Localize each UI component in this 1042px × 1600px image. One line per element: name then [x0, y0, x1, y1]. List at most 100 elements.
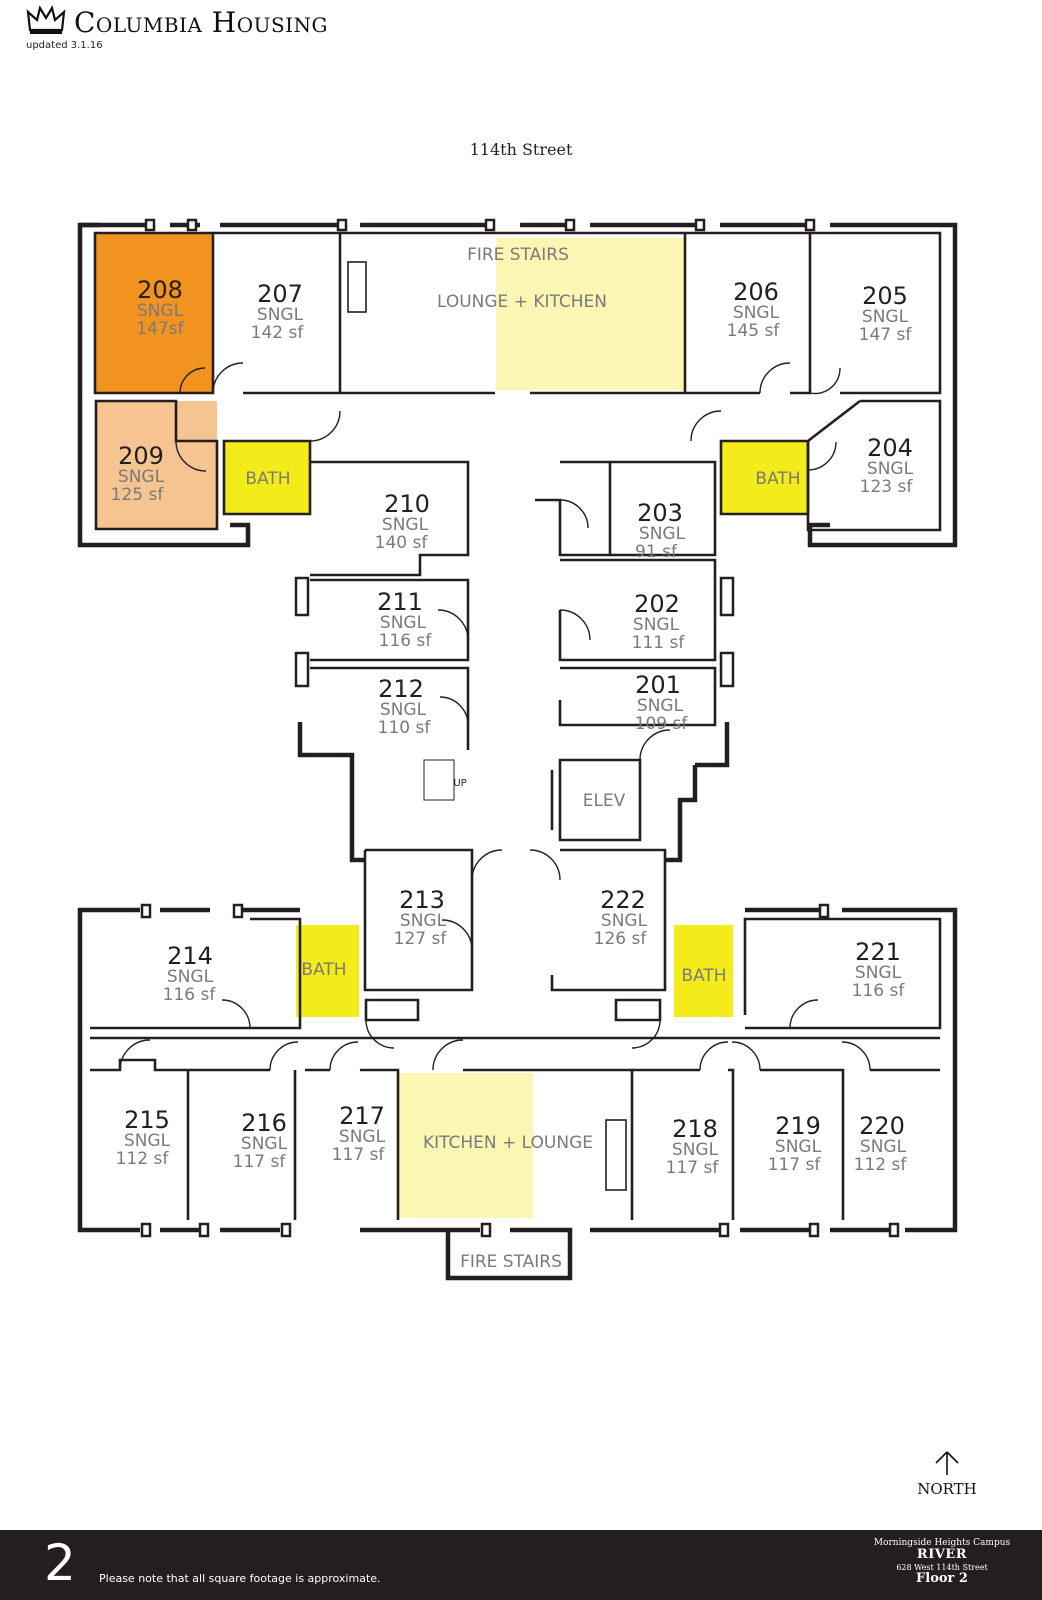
- bath-ne-label: BATH: [755, 469, 800, 489]
- room-number: 205: [862, 282, 908, 310]
- room-type: SNGL: [382, 515, 429, 535]
- room-215[interactable]: 215 SNGL 112 sf: [116, 1106, 171, 1169]
- common-space-labels: FIRE STAIRS LOUNGE + KITCHEN BATH BATH E…: [245, 245, 800, 1272]
- room-217[interactable]: 217 SNGL 117 sf: [332, 1102, 386, 1165]
- building-name: RIVER: [916, 1547, 968, 1563]
- room-213[interactable]: 213 SNGL 127 sf: [394, 886, 448, 949]
- room-211[interactable]: 211 SNGL 116 sf: [377, 588, 432, 651]
- room-area: 117 sf: [768, 1155, 822, 1175]
- room-number: 209: [118, 442, 164, 470]
- bath-se-label: BATH: [681, 966, 726, 986]
- room-208-fill[interactable]: [95, 233, 213, 393]
- room-number: 203: [637, 499, 683, 527]
- floor-number: 2: [44, 1534, 76, 1592]
- room-number: 206: [733, 278, 779, 306]
- room-number: 210: [384, 490, 430, 518]
- room-area: 145 sf: [727, 321, 781, 341]
- room-area: 116 sf: [379, 631, 433, 651]
- room-type: SNGL: [118, 467, 165, 487]
- bath-sw-label: BATH: [301, 960, 346, 980]
- north-label: NORTH: [917, 1480, 977, 1498]
- room-number: 217: [339, 1102, 385, 1130]
- room-number: 208: [137, 276, 183, 304]
- room-number: 211: [377, 588, 423, 616]
- room-area: 147 sf: [859, 325, 913, 345]
- room-201[interactable]: 201 SNGL 109 sf: [635, 671, 689, 734]
- room-number: 202: [634, 590, 680, 618]
- street-label: 114th Street: [469, 140, 573, 159]
- room-type: SNGL: [400, 911, 447, 931]
- bath-nw-label: BATH: [245, 469, 290, 489]
- campus-name: Morningside Heights Campus: [873, 1538, 1011, 1548]
- room-area: 112 sf: [116, 1149, 170, 1169]
- header: Columbia Housing updated 3.1.16: [22, 2, 422, 62]
- room-222[interactable]: 222 SNGL 126 sf: [594, 886, 648, 949]
- room-204[interactable]: 204 SNGL 123 sf: [860, 434, 914, 497]
- north-indicator: NORTH: [912, 1450, 982, 1498]
- room-type: SNGL: [633, 615, 680, 635]
- room-type: SNGL: [860, 1137, 907, 1157]
- elev-label: ELEV: [583, 791, 626, 811]
- room-216[interactable]: 216 SNGL 117 sf: [233, 1109, 288, 1172]
- bath-se-fill: [674, 925, 733, 1017]
- bath-nw-fill: [224, 441, 310, 514]
- fire-stairs-bottom-label: FIRE STAIRS: [460, 1252, 562, 1272]
- door-swings: [119, 362, 871, 1071]
- room-area: 116 sf: [163, 985, 217, 1005]
- room-214[interactable]: 214 SNGL 116 sf: [163, 942, 217, 1005]
- room-type: SNGL: [637, 696, 684, 716]
- building-address: 628 West 114th Street: [896, 1563, 988, 1573]
- room-208[interactable]: 208 SNGL 147sf: [136, 276, 184, 339]
- room-area: 140 sf: [375, 533, 429, 553]
- room-206[interactable]: 206 SNGL 145 sf: [727, 278, 781, 341]
- brand-name: Columbia Housing: [74, 6, 329, 39]
- room-area: 116 sf: [852, 981, 906, 1001]
- kitchen-lounge-bottom-fill: [398, 1073, 533, 1218]
- room-205[interactable]: 205 SNGL 147 sf: [859, 282, 913, 345]
- room-type: SNGL: [867, 459, 914, 479]
- kitchen-lounge-label: KITCHEN + LOUNGE: [423, 1133, 593, 1153]
- room-210[interactable]: 210 SNGL 140 sf: [375, 490, 430, 553]
- room-number: 216: [241, 1109, 287, 1137]
- room-type: SNGL: [137, 301, 184, 321]
- fire-stairs-top-label: FIRE STAIRS: [467, 245, 569, 265]
- room-212[interactable]: 212 SNGL 110 sf: [378, 675, 432, 738]
- room-area: 117 sf: [332, 1145, 386, 1165]
- room-number: 219: [775, 1112, 821, 1140]
- room-number: 220: [859, 1112, 905, 1140]
- room-209[interactable]: 209 SNGL 125 sf: [111, 442, 165, 505]
- room-209-fill[interactable]: [96, 401, 217, 529]
- interior-walls: [90, 231, 942, 1220]
- room-type: SNGL: [862, 307, 909, 327]
- building-info: Morningside Heights Campus RIVER 628 Wes…: [862, 1538, 1022, 1587]
- room-area: 123 sf: [860, 477, 914, 497]
- room-number: 212: [378, 675, 424, 703]
- room-219[interactable]: 219 SNGL 117 sf: [768, 1112, 822, 1175]
- room-type: SNGL: [601, 911, 648, 931]
- room-type: SNGL: [241, 1134, 288, 1154]
- room-221[interactable]: 221 SNGL 116 sf: [852, 938, 906, 1001]
- room-type: SNGL: [639, 524, 686, 544]
- floor-label: Floor 2: [916, 1571, 968, 1587]
- room-area: 111 sf: [632, 633, 686, 653]
- sqft-note: Please note that all square footage is a…: [99, 1572, 381, 1585]
- room-number: 221: [855, 938, 901, 966]
- room-area: 109 sf: [635, 714, 689, 734]
- room-type: SNGL: [380, 700, 427, 720]
- up-label: UP: [453, 778, 466, 789]
- room-number: 201: [635, 671, 681, 699]
- room-220[interactable]: 220 SNGL 112 sf: [854, 1112, 908, 1175]
- room-203[interactable]: 203 SNGL 91 sf: [635, 499, 686, 562]
- updated-date: updated 3.1.16: [26, 40, 103, 51]
- room-number: 204: [867, 434, 913, 462]
- room-area: 125 sf: [111, 485, 165, 505]
- floor-plan: 208 SNGL 147sf 207 SNGL 142 sf 206 SNGL …: [77, 218, 958, 1281]
- room-202[interactable]: 202 SNGL 111 sf: [632, 590, 686, 653]
- room-area: 127 sf: [394, 929, 448, 949]
- room-207[interactable]: 207 SNGL 142 sf: [251, 280, 305, 343]
- room-218[interactable]: 218 SNGL 117 sf: [666, 1115, 720, 1178]
- window-markers: [140, 218, 900, 1238]
- room-number: 213: [399, 886, 445, 914]
- lounge-kitchen-top-fill: [496, 238, 685, 390]
- room-area: 110 sf: [378, 718, 432, 738]
